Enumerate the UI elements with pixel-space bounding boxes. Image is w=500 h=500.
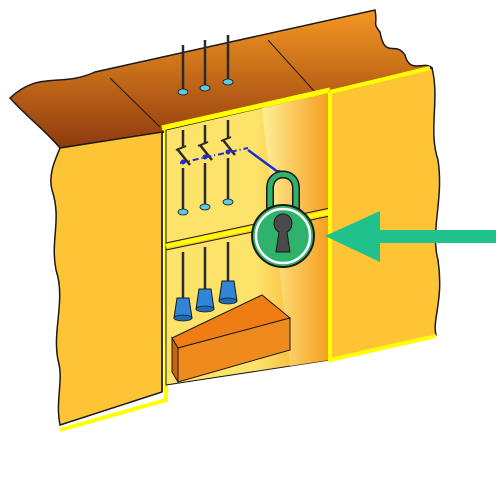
- left-pillar: [50, 130, 168, 432]
- insulator: [218, 280, 238, 305]
- base-block: [171, 294, 292, 384]
- right-pillar: [328, 66, 441, 363]
- roof-slab: [8, 9, 434, 149]
- disconnect-switch: [175, 120, 249, 216]
- lower-compartment: [171, 242, 292, 384]
- insulator: [173, 297, 193, 322]
- cable-stud: [222, 78, 234, 86]
- arrow-left-icon: [325, 211, 496, 262]
- incoming-cables: [177, 35, 234, 96]
- cable-stud: [199, 84, 211, 92]
- padlock-icon: [251, 170, 315, 268]
- insulator: [195, 288, 215, 313]
- cable-stud: [177, 88, 189, 96]
